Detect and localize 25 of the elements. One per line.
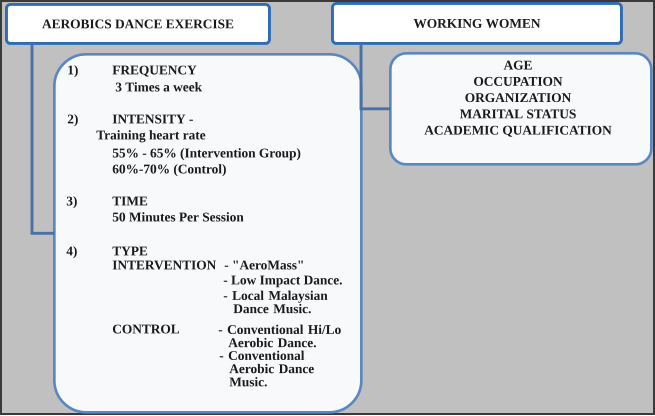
- item-heading: TIME: [112, 196, 148, 206]
- rounded-box: AGE OCCUPATION ORGANIZATION MARITAL STATUS ACADEMIC QUALIFICATION: [389, 52, 653, 166]
- connector-line: [360, 43, 390, 110]
- item-text: 60%-70% (Control): [112, 164, 226, 176]
- item-number: 2): [68, 114, 78, 126]
- title-box: AEROBICS DANCE EXERCISE: [5, 3, 271, 45]
- item-text: - Conventional Hi/Lo Aerobic Dance.: [218, 324, 341, 348]
- item-number: 1): [68, 65, 78, 78]
- item-text: 3 Times a week: [116, 82, 202, 92]
- item-text: - Low Impact Dance.: [224, 276, 342, 288]
- item-heading: TYPE: [112, 246, 148, 256]
- item-heading: INTENSITY -: [112, 114, 193, 124]
- item-heading: CONTROL: [112, 324, 180, 334]
- connector-line: [30, 43, 54, 235]
- item-text: - Conventional Aerobic Dance Music.: [220, 350, 314, 386]
- item-text: 50 Minutes Per Session: [112, 212, 244, 222]
- item-number: 4): [66, 246, 77, 258]
- item-text: 55% - 65% (Intervention Group): [112, 148, 300, 160]
- item-text: - "AeroMass": [224, 260, 303, 270]
- item-heading: FREQUENCY: [112, 66, 196, 77]
- item-heading: INTERVENTION: [112, 260, 216, 270]
- item-number: 3): [66, 196, 77, 208]
- item-text: Training heart rate: [96, 130, 206, 142]
- title-box: WORKING WOMEN: [331, 2, 623, 45]
- item-text: - Local Malaysian Dance Music.: [224, 290, 328, 314]
